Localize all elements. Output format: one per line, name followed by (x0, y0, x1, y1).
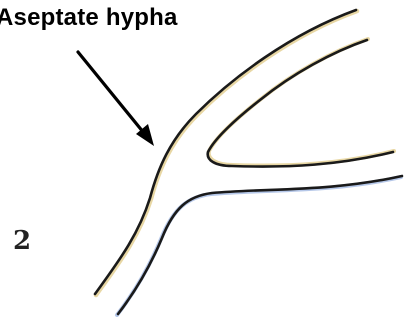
arrow-head-icon (136, 124, 154, 146)
label-arrow (76, 50, 154, 146)
hypha-branch-loop-halo (206, 37, 396, 168)
hypha-halo (93, 8, 403, 317)
hypha-left-wall-halo (93, 8, 360, 298)
hypha-outline (93, 8, 404, 316)
hypha-branch-loop (206, 38, 395, 168)
figure-number: 2 (13, 226, 32, 256)
hypha-label: Aseptate hypha (0, 4, 178, 31)
arrow-shaft (76, 50, 150, 140)
hypha-left-wall (93, 8, 358, 296)
hypha-right-wall (116, 174, 404, 316)
